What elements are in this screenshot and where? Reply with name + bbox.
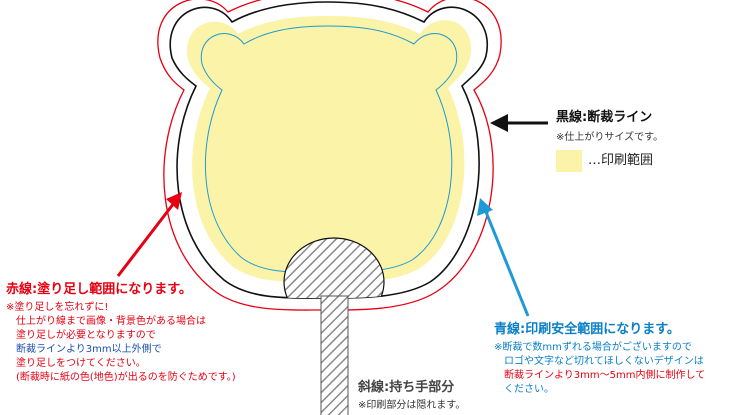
handle-top-area xyxy=(283,237,385,299)
safe-area-line xyxy=(200,25,458,273)
trim-arrow xyxy=(490,114,548,132)
trim-line-note: ※仕上がりサイズです。 xyxy=(556,132,664,143)
bleed-note-6: (断裁時に紙の色(地色)が出るのを防ぐためです。) xyxy=(6,372,236,383)
bleed-note-4: 断裁ラインより3mm以上外側で xyxy=(6,344,162,355)
bleed-note-5: 塗り足しをつけてください。 xyxy=(6,358,146,369)
print-area-swatch xyxy=(556,150,582,172)
safe-note-1: ※断裁で数mmずれる場合がございますので xyxy=(494,342,692,353)
handle-title: 斜線:持ち手部分 xyxy=(358,380,455,395)
safe-note-4: ください。 xyxy=(494,384,554,395)
safe-note-3: 断裁ラインより3mm〜5mm内側に制作して xyxy=(494,370,706,381)
safe-line-title: 青線:印刷安全範囲になります。 xyxy=(494,322,680,337)
bleed-arrow xyxy=(116,192,182,277)
trim-line-title: 黒線:断裁ライン xyxy=(556,110,653,125)
handle-note: ※印刷部分は隠れます。 xyxy=(358,400,466,411)
bleed-note-3: 塗り足しが必要となりますので xyxy=(6,330,156,341)
bleed-note-1: ※塗り足しを忘れずに! xyxy=(6,302,109,313)
print-area xyxy=(186,16,472,283)
bleed-line-title: 赤線:塗り足し範囲になります。 xyxy=(6,282,192,297)
print-area-legend-label: …印刷範囲 xyxy=(588,153,654,168)
handle-stick xyxy=(320,295,349,415)
bleed-note-2: 仕上がり線まで画像・背景色がある場合は xyxy=(6,316,206,327)
safe-note-2: ロゴや文字など切れてほしくないデザインは xyxy=(494,356,704,367)
safe-arrow xyxy=(477,198,530,317)
